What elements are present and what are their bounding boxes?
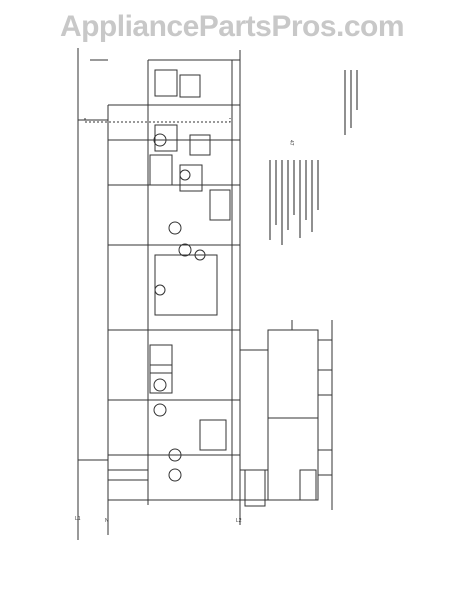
page-number: 47 (288, 140, 294, 146)
schematic-lines (77, 48, 333, 540)
schematic-circles (153, 133, 206, 482)
spec-legend-lines (269, 70, 358, 245)
line-label-n: N (105, 518, 109, 524)
dashed-connection (84, 118, 231, 123)
line-label-l2: L2 (236, 518, 242, 524)
watermark: AppliancePartsPros.com (59, 10, 405, 43)
line-label-l1: L1 (75, 516, 81, 522)
